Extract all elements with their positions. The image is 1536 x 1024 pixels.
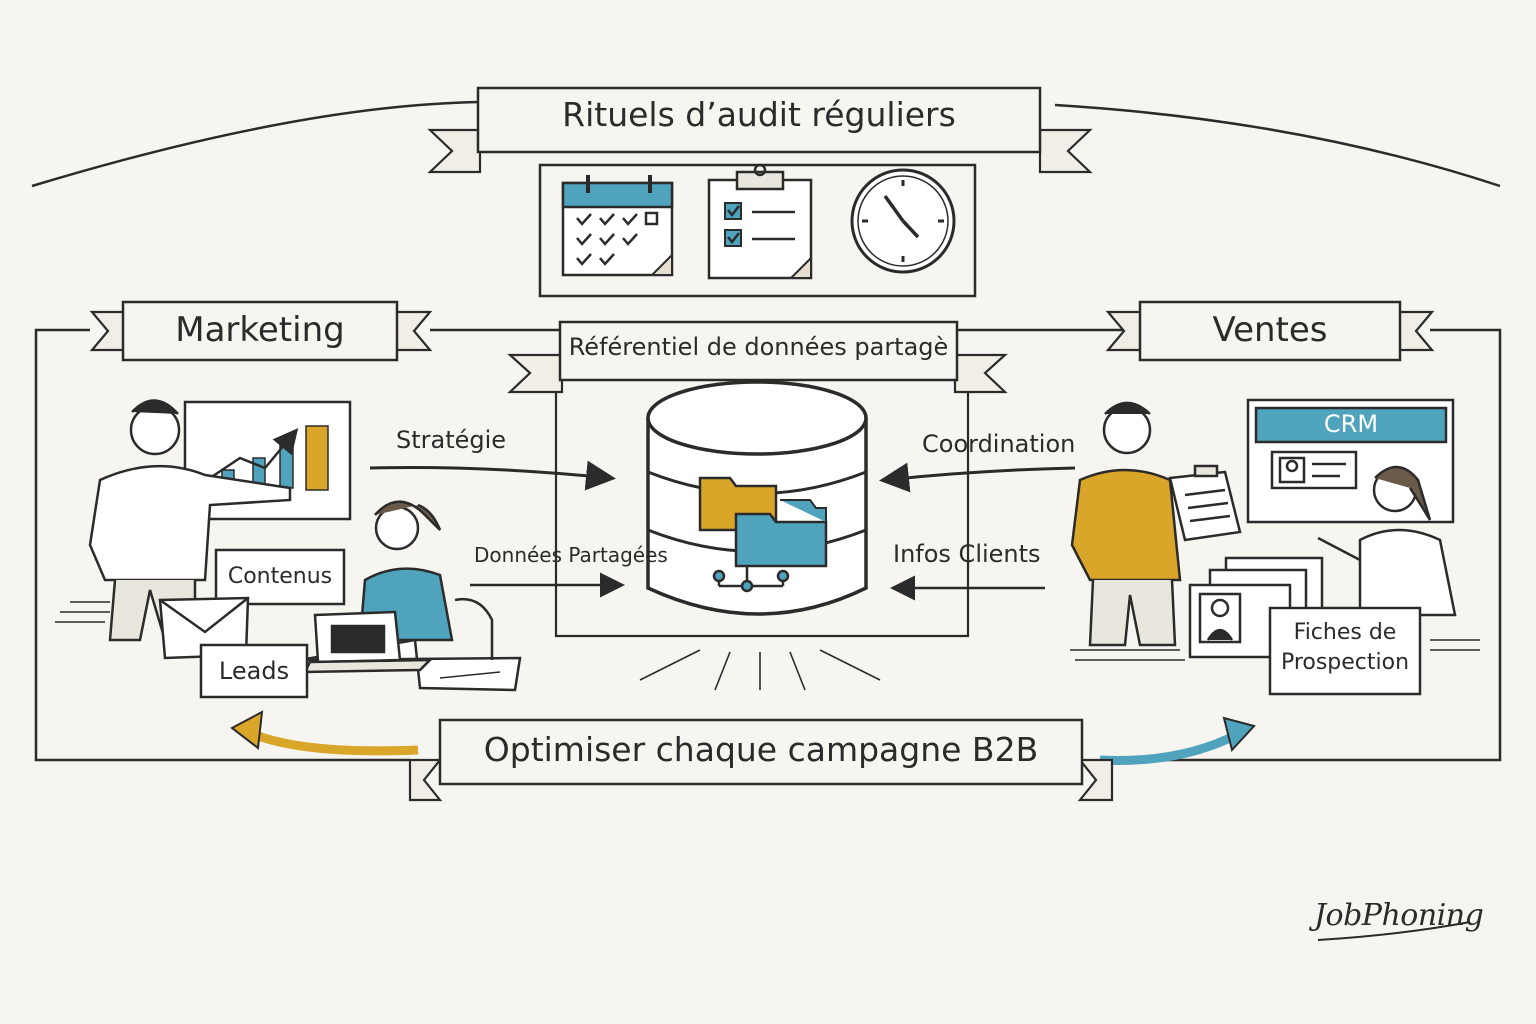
network-icon <box>712 566 790 593</box>
leads-card <box>199 643 309 699</box>
contents-card <box>214 548 346 606</box>
leads-label: Leads <box>218 657 290 685</box>
campaign-banner <box>408 718 1114 802</box>
campaign-banner-title: Optimiser chaque campagne B2B <box>483 730 1039 769</box>
folder-icon-blue <box>734 499 828 568</box>
prospect-label-line2: Prospection <box>1280 650 1410 675</box>
clipboard-held-icon <box>1168 464 1242 542</box>
top-arc-right <box>1054 103 1501 188</box>
cycle-arrow-blue-head <box>1222 716 1256 753</box>
clipboard-icon <box>707 163 813 280</box>
sales-woman <box>1317 465 1457 617</box>
flow-label-coordination: Coordination <box>922 430 1076 458</box>
prospect-label-line1: Fiches de <box>1293 620 1397 645</box>
crm-title: CRM <box>1323 410 1379 438</box>
prospect-card <box>1268 606 1422 696</box>
flow-label-client-info: Infos Clients <box>893 540 1041 568</box>
center-frame <box>554 390 970 638</box>
brand-logo: JobPhoning <box>1314 898 1484 933</box>
shared-repo-banner-title: Référentiel de données partagè <box>568 333 949 361</box>
marketing-banner-title: Marketing <box>175 310 345 350</box>
flow-label-strategy: Stratégie <box>396 426 507 454</box>
calendar-icon <box>561 175 674 277</box>
cycle-arrow-yellow <box>246 727 419 756</box>
top-arc <box>31 100 481 188</box>
arrow-strategy <box>369 460 616 491</box>
floor-hatching-left <box>55 601 501 679</box>
brand-underline <box>1317 921 1471 941</box>
laptop-icon <box>302 610 434 674</box>
audit-banner-title: Rituels d’audit réguliers <box>562 95 956 134</box>
shared-repo-banner <box>507 320 1008 394</box>
marketing-banner <box>89 300 433 362</box>
contents-label: Contenus <box>227 564 333 589</box>
audit-banner <box>427 86 1093 174</box>
sales-man <box>1070 401 1182 647</box>
clock-icon <box>850 168 956 274</box>
flow-label-shared-data: Données Partagées <box>474 543 668 567</box>
floor-hatching-right <box>1070 639 1480 661</box>
arrow-coordination <box>879 462 1076 493</box>
burst-lines <box>639 649 881 691</box>
main-frame <box>34 328 1502 762</box>
sales-banner <box>1105 300 1435 362</box>
cycle-arrow-yellow-head <box>230 710 264 750</box>
cycle-arrow-blue <box>1099 730 1241 765</box>
database-icon <box>646 380 868 616</box>
sales-banner-title: Ventes <box>1212 310 1328 350</box>
